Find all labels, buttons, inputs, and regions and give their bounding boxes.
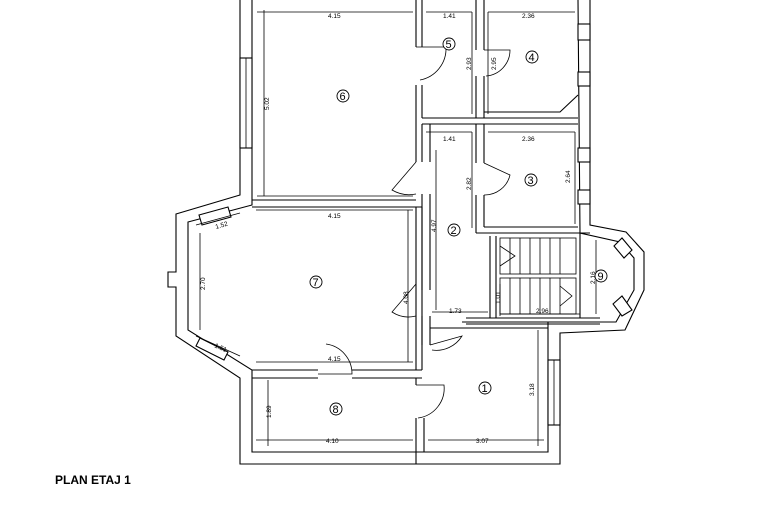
svg-text:4: 4 — [529, 52, 535, 64]
room-label-2: 2 — [447, 223, 461, 237]
dim-r4-width: 2.36 — [522, 13, 535, 20]
dim-r3-height: 2.64 — [565, 170, 572, 183]
dim-r7-left: 2.70 — [200, 277, 207, 290]
svg-text:2: 2 — [451, 225, 457, 237]
svg-text:8: 8 — [333, 404, 339, 416]
dimension-lines — [195, 10, 597, 446]
dim-r8-width: 4.10 — [326, 438, 339, 445]
dim-r7-diag-bottom: 1.51 — [213, 342, 228, 354]
staircase — [499, 237, 577, 315]
plan-title: PLAN ETAJ 1 — [55, 473, 131, 487]
dim-hall-width: 1.73 — [449, 308, 462, 315]
room-label-1: 1 — [478, 381, 492, 395]
dim-r7-diag-top: 1.52 — [215, 221, 229, 231]
svg-text:6: 6 — [340, 91, 346, 103]
interior-walls — [252, 0, 600, 464]
dim-r2-top-width: 1.41 — [443, 136, 456, 143]
room-label-7: 7 — [309, 275, 323, 289]
dim-r9-height: 2.16 — [590, 271, 597, 284]
dim-r6-width: 4.15 — [328, 13, 341, 20]
dim-r4-height: 2.95 — [491, 57, 498, 70]
dim-r7-right: 4.08 — [403, 291, 410, 304]
dim-r8-height: 1.89 — [266, 405, 273, 418]
dim-r1-width: 3.07 — [476, 438, 489, 445]
dim-stair-small: 1.01 — [495, 291, 502, 304]
dim-r7-top: 4.15 — [328, 213, 341, 220]
room-label-3: 3 — [524, 173, 538, 187]
room-labels: 6 5 4 3 2 7 9 1 — [309, 37, 608, 416]
svg-text:1: 1 — [482, 383, 488, 395]
dim-stair-width: 2.96 — [536, 308, 549, 315]
room-label-9: 9 — [594, 269, 608, 283]
dim-r5-width: 1.41 — [443, 13, 456, 20]
doors — [318, 46, 511, 419]
room-label-4: 4 — [525, 50, 539, 64]
dim-r7-bottom: 4.15 — [328, 356, 341, 363]
room-label-6: 6 — [336, 89, 350, 103]
dim-r5-height: 2.93 — [466, 57, 473, 70]
dim-r1-height: 3.18 — [529, 383, 536, 396]
svg-text:9: 9 — [598, 271, 604, 283]
svg-text:7: 7 — [313, 277, 319, 289]
exterior-walls — [167, 0, 645, 465]
svg-text:5: 5 — [446, 39, 452, 51]
dimension-labels: 4.15 5.02 1.41 2.93 2.36 2.95 1.41 2.82 … — [200, 13, 597, 445]
dim-hall-length: 4.97 — [431, 219, 438, 232]
dim-r6-height: 5.02 — [264, 97, 271, 110]
svg-text:3: 3 — [528, 175, 534, 187]
room-label-5: 5 — [442, 37, 456, 51]
dim-r2-height: 2.82 — [466, 177, 473, 190]
room-label-8: 8 — [329, 402, 343, 416]
dim-r3-width: 2.36 — [522, 136, 535, 143]
